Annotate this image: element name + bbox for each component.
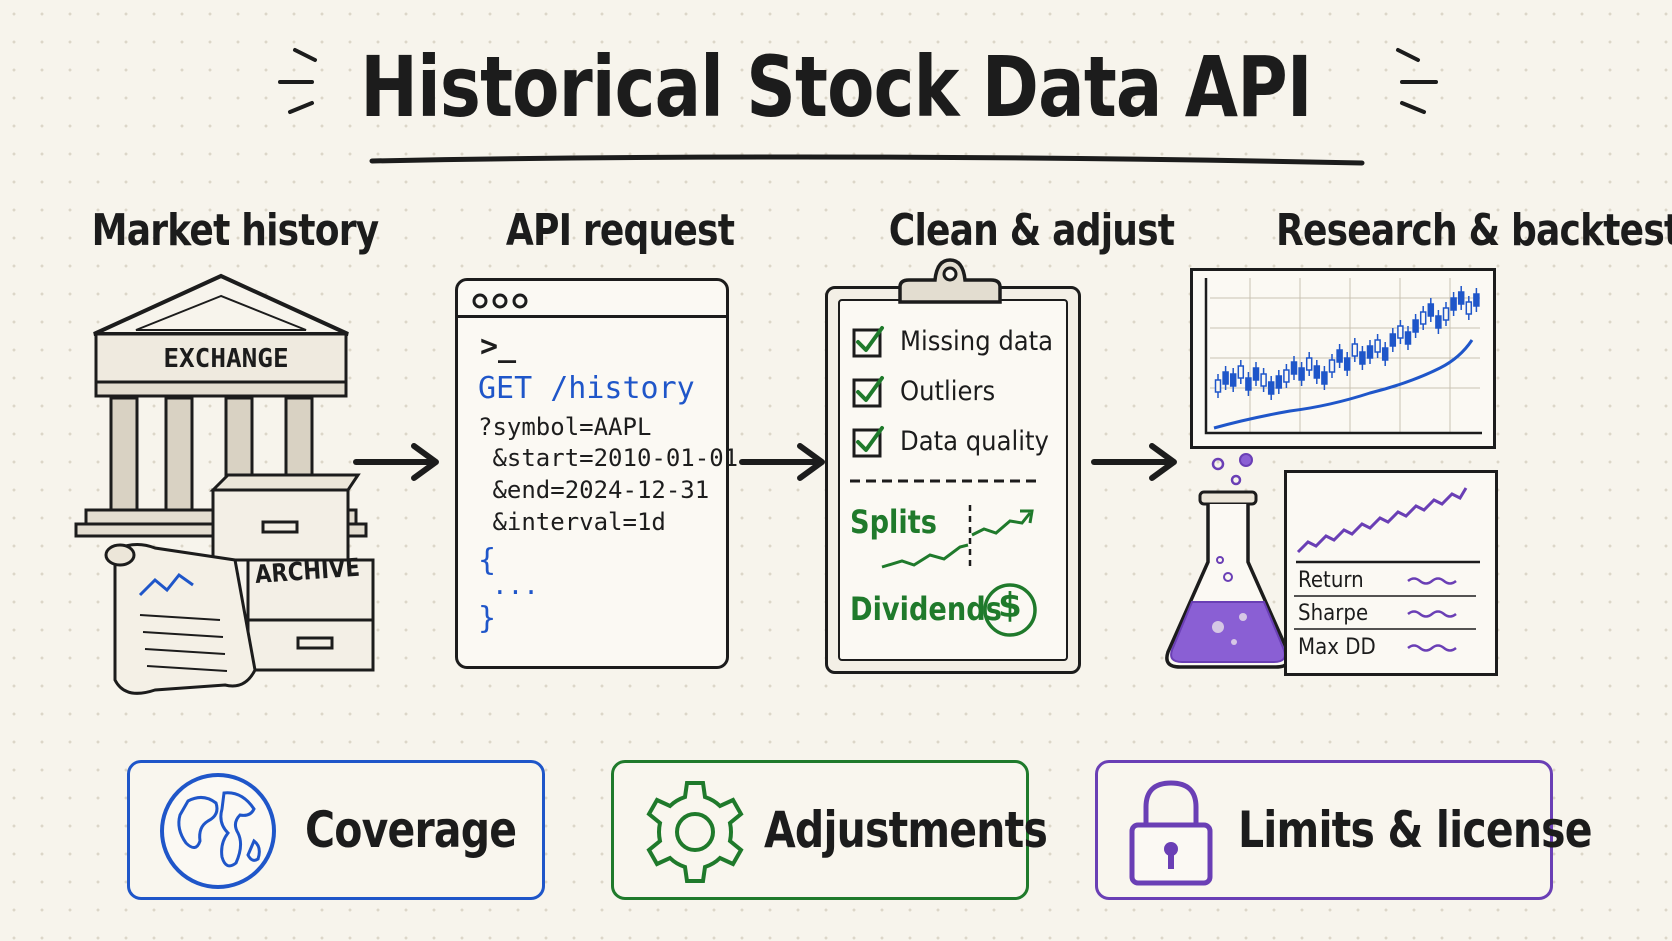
- metric-max-dd: Max DD: [1298, 635, 1376, 660]
- globe-icon: [160, 773, 276, 889]
- dividend-coin-icon: [983, 583, 1037, 637]
- candle-body: [1359, 351, 1366, 365]
- candle-body: [1298, 367, 1305, 381]
- metric-sharpe: Sharpe: [1298, 601, 1369, 626]
- terminal-titlebar-divider: [458, 315, 726, 318]
- candle-body: [1389, 333, 1397, 347]
- candle-body: [1366, 345, 1374, 359]
- step-research-backtest: Research & backtest: [1276, 205, 1672, 256]
- candle-body: [1328, 359, 1336, 373]
- candle-body: [1222, 371, 1229, 385]
- param-interval: &interval=1d: [478, 508, 666, 536]
- candle-body: [1290, 361, 1298, 375]
- checkbox-checked-icon: [852, 326, 884, 358]
- step-market-history: Market history: [91, 205, 380, 256]
- candle-body: [1343, 357, 1351, 371]
- terminal-prompt: >_: [480, 329, 517, 364]
- window-dots-icon: [472, 293, 528, 309]
- candle-body: [1283, 369, 1290, 383]
- candle-body: [1214, 379, 1222, 393]
- step-api-request: API request: [505, 205, 735, 256]
- candle-body: [1237, 365, 1245, 379]
- split-chart-icon: [881, 505, 1034, 571]
- limits-license-label: Limits & license: [1238, 801, 1593, 859]
- param-symbol: ?symbol=AAPL: [478, 413, 652, 441]
- price-chart: [1204, 278, 1482, 435]
- adjustments-label: Adjustments: [764, 801, 1048, 859]
- candle-body: [1465, 301, 1473, 315]
- candle-body: [1305, 357, 1313, 371]
- candle-body: [1419, 311, 1427, 325]
- candle-body: [1450, 297, 1457, 311]
- candle-body: [1260, 373, 1267, 387]
- page-title: Historical Stock Data API: [360, 38, 1312, 136]
- candle-body: [1457, 291, 1465, 305]
- dividend-symbol: $: [998, 586, 1022, 626]
- candle-body: [1351, 343, 1359, 357]
- check-item-data-quality: Data quality: [900, 426, 1049, 457]
- candle-body: [1252, 367, 1260, 381]
- candle-body: [1313, 365, 1321, 379]
- metric-return: Return: [1298, 568, 1364, 593]
- response-ellipsis: ...: [492, 571, 539, 601]
- equity-curve: [1296, 487, 1480, 564]
- param-start: &start=2010-01-01: [478, 444, 739, 472]
- checklist-divider: [850, 479, 1040, 483]
- candle-body: [1245, 377, 1252, 391]
- exchange-label: EXCHANGE: [163, 344, 289, 374]
- brace-open: {: [478, 543, 497, 578]
- lock-icon: [1129, 780, 1213, 886]
- coverage-card: Coverage: [127, 760, 545, 900]
- candle-body: [1381, 347, 1389, 361]
- candle-body: [1473, 293, 1480, 307]
- terminal-window: >_ GET /history ?symbol=AAPL &start=2010…: [455, 278, 738, 669]
- candle-body: [1275, 375, 1283, 389]
- candle-body: [1397, 325, 1404, 339]
- splits-label: Splits: [850, 503, 937, 541]
- adjustments-card: Adjustments: [611, 760, 1048, 900]
- metric-squiggles: [1294, 577, 1476, 652]
- gear-icon: [646, 781, 744, 883]
- terminal-method-line: GET /history: [478, 371, 695, 406]
- check-item-missing-data: Missing data: [900, 326, 1054, 357]
- step-clean-adjust: Clean & adjust: [888, 205, 1175, 256]
- candle-body: [1321, 371, 1328, 385]
- archive-boxes-icon: [209, 473, 375, 672]
- arrow-right-icon: [353, 443, 439, 481]
- history-scroll-icon: [104, 543, 257, 695]
- backtest-panel: [1284, 470, 1498, 676]
- clipboard-clip-icon: [898, 258, 1002, 304]
- check-item-outliers: Outliers: [900, 376, 996, 407]
- candle-body: [1412, 319, 1419, 333]
- checkbox-checked-icon: [852, 376, 884, 408]
- dividends-label: Dividends: [850, 590, 1002, 628]
- flask-icon: [1165, 453, 1291, 669]
- coverage-label: Coverage: [305, 801, 517, 859]
- checkbox-checked-icon: [852, 426, 884, 458]
- arrow-right-icon: [739, 443, 825, 481]
- candle-body: [1336, 349, 1343, 363]
- candle-body: [1404, 331, 1412, 345]
- candle-body: [1442, 307, 1450, 321]
- param-end: &end=2024-12-31: [478, 476, 710, 504]
- candle-body: [1435, 315, 1442, 329]
- candle-body: [1267, 381, 1275, 395]
- brace-close: }: [478, 601, 497, 636]
- limits-license-card: Limits & license: [1095, 760, 1593, 900]
- candle-body: [1229, 373, 1237, 387]
- candle-body: [1427, 303, 1435, 317]
- arrow-right-icon: [1091, 443, 1177, 481]
- candle-body: [1374, 339, 1381, 353]
